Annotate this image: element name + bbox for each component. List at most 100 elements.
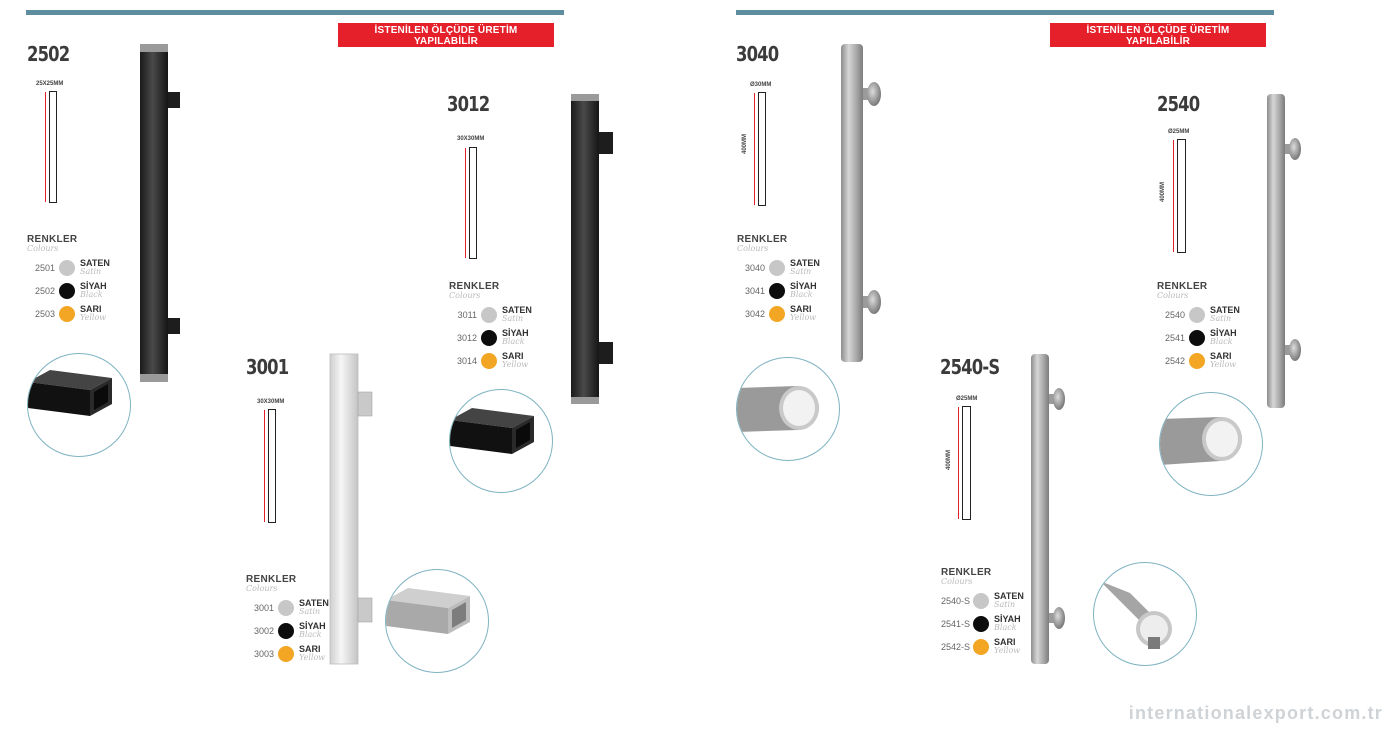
- color-code: 2541: [1164, 332, 1185, 343]
- swatch-siyah: [973, 615, 989, 632]
- dimension-label: 30X30MM: [257, 399, 285, 405]
- colors-title: RENKLER: [449, 281, 500, 292]
- profile-closeup-3012: [449, 389, 553, 493]
- color-name: SARI: [790, 304, 812, 314]
- profile-closeup-3001: [385, 569, 489, 673]
- color-code: 2503: [34, 308, 55, 319]
- colors-subtitle: Colours: [1157, 291, 1189, 300]
- color-name-en: Black: [502, 337, 525, 346]
- handle-image-3012: [571, 94, 613, 404]
- swatch-siyah: [1189, 329, 1205, 346]
- colors-title: RENKLER: [737, 234, 788, 245]
- color-code: 3042: [744, 308, 765, 319]
- profile-closeup-2502: [27, 353, 131, 457]
- color-name-en: Satin: [299, 607, 321, 616]
- color-code: 2502: [34, 285, 55, 296]
- color-name-en: Black: [994, 623, 1017, 632]
- swatch-sari: [59, 305, 75, 322]
- banner-subtitle: PRODUCTION CAN BE MADE TO THE DESIRED SI…: [1062, 46, 1254, 65]
- banner-title: İSTENİLEN ÖLÇÜDE ÜRETİM YAPILABİLİR: [374, 25, 518, 47]
- swatch-siyah: [769, 282, 785, 299]
- banner-subtitle: PRODUCTION CAN BE MADE TO THE DESIRED SI…: [350, 46, 542, 65]
- profile-section-drawing: [45, 91, 57, 203]
- profile-closeup-2540: [1159, 392, 1263, 496]
- profile-section-drawing: [264, 409, 276, 523]
- handle-image-3040: [841, 44, 881, 362]
- colors-title: RENKLER: [27, 234, 78, 245]
- color-name: SATEN: [994, 591, 1024, 601]
- dimension-label: 30X30MM: [457, 136, 485, 142]
- color-name-en: Yellow: [80, 313, 107, 322]
- color-name: SİYAH: [299, 621, 326, 631]
- handle-image-2502: [140, 44, 180, 382]
- header-bar-left: [26, 10, 564, 15]
- handle-image-2540-s: [1031, 354, 1065, 664]
- length-label: 400MM: [946, 449, 952, 470]
- model-title: 2540-S: [940, 355, 1000, 379]
- color-name-en: Black: [299, 630, 322, 639]
- swatch-saten: [59, 259, 75, 276]
- swatch-sari: [1189, 352, 1205, 369]
- swatch-sari: [481, 352, 497, 369]
- colors-subtitle: Colours: [449, 291, 481, 300]
- color-name-en: Yellow: [790, 313, 817, 322]
- color-name-en: Black: [1210, 337, 1233, 346]
- swatch-saten: [769, 259, 785, 276]
- color-name: SATEN: [790, 258, 820, 268]
- colors-subtitle: Colours: [27, 244, 59, 253]
- swatch-sari: [769, 305, 785, 322]
- colors-title: RENKLER: [941, 567, 992, 578]
- model-title: 3001: [246, 355, 289, 379]
- handle-image-3001: [329, 353, 373, 665]
- swatch-siyah: [481, 329, 497, 346]
- profile-section-drawing: [754, 92, 766, 206]
- color-name: SİYAH: [502, 328, 529, 338]
- dimension-label: Ø25MM: [1168, 129, 1190, 135]
- color-name-en: Black: [80, 290, 103, 299]
- swatch-sari: [278, 645, 294, 662]
- swatch-saten: [973, 592, 989, 609]
- length-label: 400MM: [742, 133, 748, 154]
- color-name: SARI: [1210, 351, 1232, 361]
- color-name: SATEN: [80, 258, 110, 268]
- swatch-siyah: [278, 622, 294, 639]
- model-title: 2540: [1157, 92, 1200, 116]
- profile-section-drawing: [1173, 139, 1186, 253]
- header-bar-right: [736, 10, 1274, 15]
- color-name-en: Yellow: [299, 653, 326, 662]
- color-code: 2541-S: [941, 618, 971, 629]
- profile-closeup-2540-s: [1093, 562, 1197, 666]
- profile-section-drawing: [465, 147, 477, 259]
- slotted-profile-image: [1100, 581, 1172, 649]
- square-profile-image: [28, 370, 112, 416]
- site-watermark: internationalexport.com.tr: [1128, 703, 1383, 723]
- dimension-label: Ø25MM: [956, 396, 978, 402]
- colors-title: RENKLER: [246, 574, 297, 585]
- round-profile-image: [737, 386, 819, 432]
- color-code: 2542: [1164, 355, 1185, 366]
- color-name: SİYAH: [994, 614, 1021, 624]
- swatch-siyah: [59, 282, 75, 299]
- color-name: SARI: [502, 351, 524, 361]
- color-name-en: Yellow: [502, 360, 529, 369]
- color-code: 3014: [456, 355, 477, 366]
- length-label: 400MM: [1160, 181, 1166, 202]
- colors-title: RENKLER: [1157, 281, 1208, 292]
- color-code: 2501: [34, 262, 55, 273]
- color-code: 3041: [744, 285, 765, 296]
- color-name-en: Yellow: [1210, 360, 1237, 369]
- colors-subtitle: Colours: [941, 577, 973, 586]
